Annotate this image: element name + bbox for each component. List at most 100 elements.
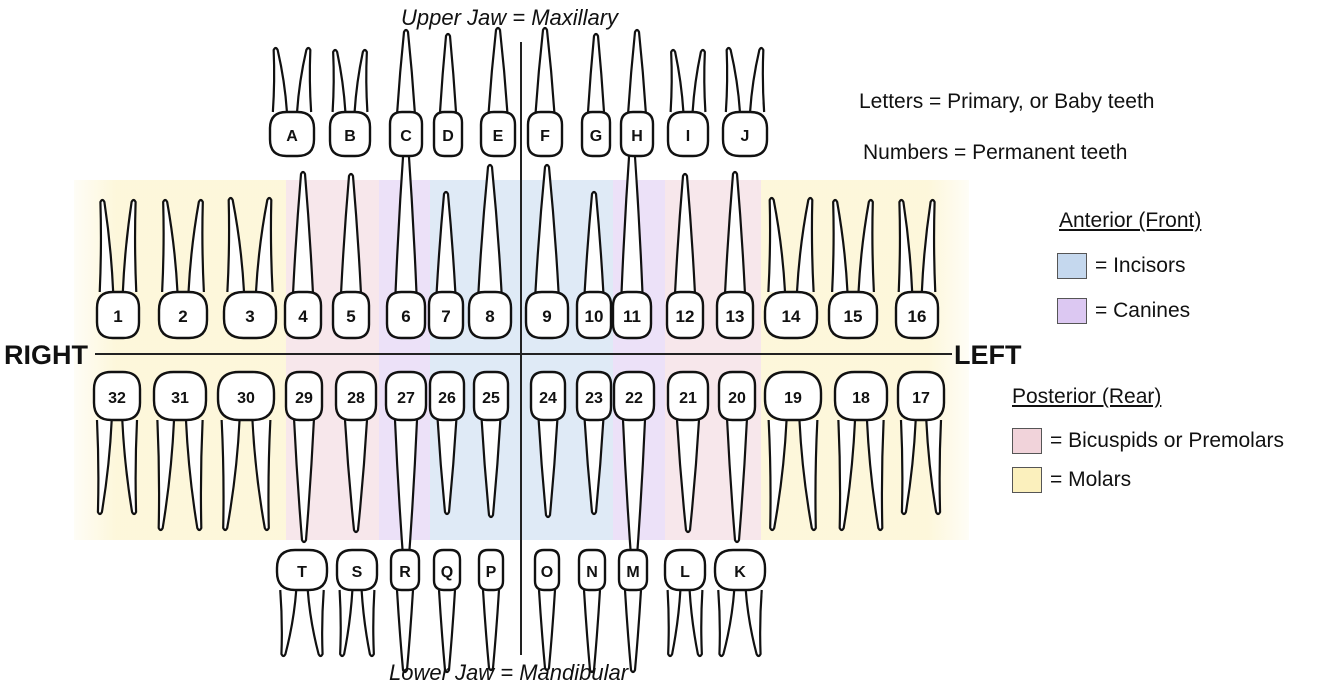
tooth-label: N	[586, 564, 598, 581]
tooth-label: F	[540, 128, 550, 145]
bicuspids-swatch	[1012, 428, 1042, 454]
tooth-root	[273, 48, 287, 112]
tooth-root	[718, 590, 734, 656]
tooth-label: 29	[295, 390, 313, 407]
tooth-label: D	[442, 128, 454, 145]
tooth-label: 20	[728, 390, 746, 407]
tooth-label: 7	[441, 307, 450, 326]
tooth-label: 22	[625, 390, 643, 407]
bicuspids-label: = Bicuspids or Premolars	[1050, 429, 1284, 453]
tooth-root	[536, 28, 555, 112]
letters-legend-note: Letters = Primary, or Baby teeth	[859, 90, 1155, 114]
primary-tooth-D: D	[434, 34, 462, 156]
primary-tooth-J: J	[723, 48, 767, 156]
tooth-label: Q	[441, 564, 453, 581]
tooth-label: 24	[539, 390, 557, 407]
tooth-label: 9	[542, 307, 551, 326]
canines-legend-item: = Canines	[1057, 298, 1190, 324]
tooth-root	[362, 590, 375, 656]
tooth-root	[483, 590, 499, 670]
primary-tooth-E: E	[481, 28, 515, 156]
primary-tooth-T: T	[277, 550, 327, 656]
tooth-label: I	[686, 128, 690, 145]
tooth-label: C	[400, 128, 412, 145]
primary-tooth-G: G	[582, 34, 610, 156]
tooth-root	[588, 34, 604, 112]
tooth-label: 17	[912, 390, 930, 407]
tooth-label: 18	[852, 390, 870, 407]
tooth-root	[668, 590, 681, 656]
incisors-legend-item: = Incisors	[1057, 253, 1185, 279]
tooth-label: L	[680, 564, 690, 581]
primary-tooth-C: C	[390, 30, 422, 156]
tooth-label: 27	[397, 390, 415, 407]
numbers-legend-note: Numbers = Permanent teeth	[863, 141, 1127, 165]
primary-tooth-R: R	[391, 550, 419, 672]
tooth-label: B	[344, 128, 356, 145]
tooth-label: 15	[844, 307, 863, 326]
tooth-root	[396, 140, 417, 292]
tooth-root	[333, 50, 346, 112]
tooth-label: E	[493, 128, 504, 145]
tooth-root	[489, 28, 508, 112]
tooth-label: 4	[298, 307, 308, 326]
tooth-label: 30	[237, 390, 255, 407]
canines-swatch	[1057, 298, 1087, 324]
tooth-label: 23	[585, 390, 603, 407]
primary-tooth-I: I	[668, 50, 708, 156]
tooth-label: 19	[784, 390, 802, 407]
primary-tooth-O: O	[535, 550, 559, 670]
incisors-swatch	[1057, 253, 1087, 279]
tooth-root	[440, 34, 456, 112]
tooth-label: 5	[346, 307, 355, 326]
tooth-label: 32	[108, 390, 126, 407]
tooth-root	[622, 140, 643, 292]
incisors-label: = Incisors	[1095, 254, 1185, 278]
tooth-label: 10	[585, 307, 604, 326]
tooth-label: 6	[401, 307, 410, 326]
primary-tooth-B: B	[330, 50, 370, 156]
canines-label: = Canines	[1095, 299, 1190, 323]
tooth-label: 16	[908, 307, 927, 326]
tooth-label: O	[541, 564, 553, 581]
primary-tooth-M: M	[619, 550, 647, 672]
tooth-label: 8	[485, 307, 494, 326]
tooth-label: R	[399, 564, 411, 581]
lower-jaw-caption: Lower Jaw = Mandibular	[389, 660, 628, 686]
molars-label: = Molars	[1050, 468, 1131, 492]
tooth-label: T	[297, 564, 307, 581]
left-side-label: LEFT	[954, 340, 1022, 371]
primary-tooth-F: F	[528, 28, 562, 156]
primary-tooth-L: L	[665, 550, 705, 656]
tooth-root	[750, 48, 764, 112]
primary-tooth-N: N	[579, 550, 605, 672]
tooth-label: 31	[171, 390, 189, 407]
tooth-root	[726, 48, 740, 112]
upper-jaw-caption: Upper Jaw = Maxillary	[401, 5, 618, 31]
tooth-label: 21	[679, 390, 697, 407]
primary-tooth-P: P	[479, 550, 503, 670]
tooth-label: 1	[113, 307, 122, 326]
tooth-label: 14	[782, 307, 801, 326]
tooth-root	[397, 30, 415, 112]
primary-tooth-Q: Q	[434, 550, 460, 672]
primary-tooth-H: H	[621, 30, 653, 156]
tooth-label: H	[631, 128, 643, 145]
right-side-label: RIGHT	[4, 340, 88, 371]
tooth-label: S	[352, 564, 363, 581]
tooth-label: 12	[676, 307, 695, 326]
tooth-label: G	[590, 128, 602, 145]
tooth-label: 26	[438, 390, 456, 407]
tooth-root	[297, 48, 311, 112]
tooth-label: 3	[245, 307, 254, 326]
tooth-label: K	[734, 564, 746, 581]
tooth-label: 11	[623, 307, 641, 326]
tooth-label: 25	[482, 390, 500, 407]
tooth-label: 2	[178, 307, 187, 326]
tooth-root	[355, 50, 368, 112]
tooth-label: P	[486, 564, 497, 581]
tooth-root	[280, 590, 296, 656]
posterior-heading: Posterior (Rear)	[1012, 385, 1161, 409]
tooth-root	[340, 590, 353, 656]
molars-swatch	[1012, 467, 1042, 493]
